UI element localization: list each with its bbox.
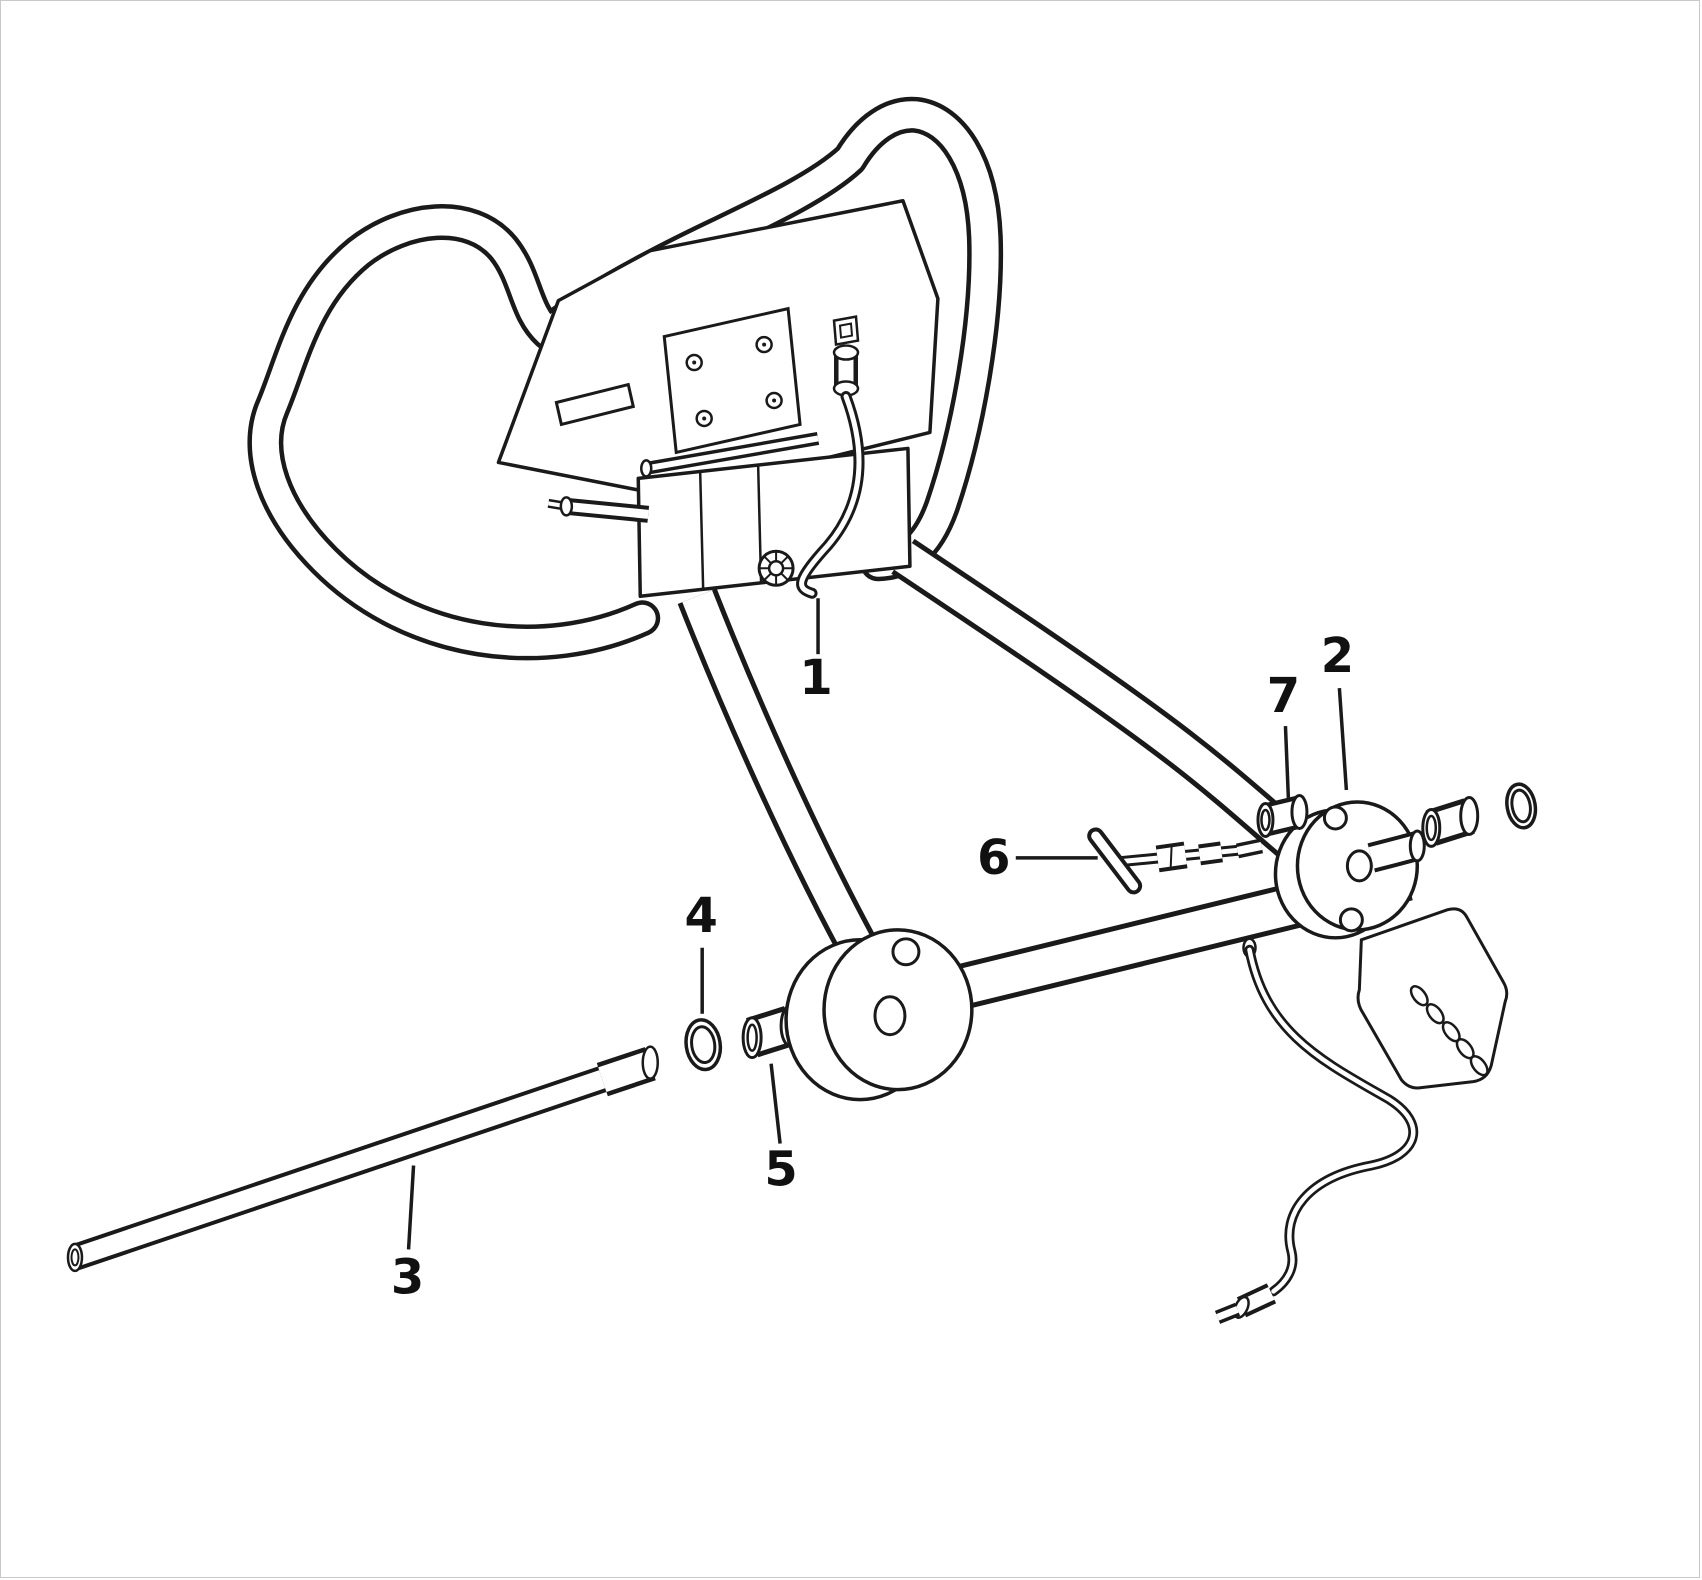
callout-label-4: 4: [685, 889, 718, 944]
bushing-part-5: [741, 1004, 801, 1060]
flange-center: [1345, 849, 1373, 883]
hub-small-hole: [891, 937, 921, 967]
pivot-washer: [757, 549, 795, 587]
t-pin-part-6: [1087, 827, 1264, 895]
callout-label-6: 6: [977, 831, 1010, 886]
cable-assembly: [1214, 937, 1419, 1324]
hub-center-hole: [873, 995, 907, 1037]
callout-label-1: 1: [799, 651, 832, 706]
tube-part-3: [66, 1045, 659, 1273]
frame-right-arm: [891, 538, 1315, 867]
handle-clamp: [547, 446, 912, 598]
frame-left-arm: [677, 588, 885, 972]
callout-label-5: 5: [764, 1142, 797, 1197]
cable-part-1: [796, 391, 865, 599]
mounting-plate: [662, 306, 802, 455]
end-o-ring: [1505, 782, 1538, 830]
console-panel: [496, 198, 940, 493]
hinge-pin: [640, 432, 820, 478]
flange-part-2: [1273, 800, 1426, 940]
leader-line-5: [769, 1063, 782, 1144]
flange-hole: [1338, 907, 1364, 933]
switch-block: [832, 315, 860, 347]
leader-line-3: [406, 1165, 416, 1250]
callout-label-7: 7: [1267, 669, 1300, 724]
display-screen: [554, 382, 636, 427]
o-ring-part-4: [684, 1018, 723, 1072]
callout-label-3: 3: [391, 1250, 424, 1305]
bracket-slot: [1425, 1003, 1445, 1025]
bracket-slot: [1469, 1054, 1489, 1077]
leader-line-7: [1283, 726, 1291, 801]
cable-connector: [1214, 1283, 1277, 1324]
bracket-slot: [1409, 985, 1429, 1007]
wheel-hub: [784, 928, 974, 1102]
flange-hole: [1322, 805, 1348, 831]
leader-lines: [406, 598, 1349, 1250]
clamp-pin: [547, 496, 650, 523]
bracket-plate: [1356, 907, 1509, 1090]
leader-line-2: [1337, 688, 1349, 791]
connector-plug: [832, 344, 860, 397]
callout-label-2: 2: [1321, 629, 1354, 684]
end-bushing: [1421, 795, 1480, 848]
bushing-part-7: [1256, 793, 1309, 838]
